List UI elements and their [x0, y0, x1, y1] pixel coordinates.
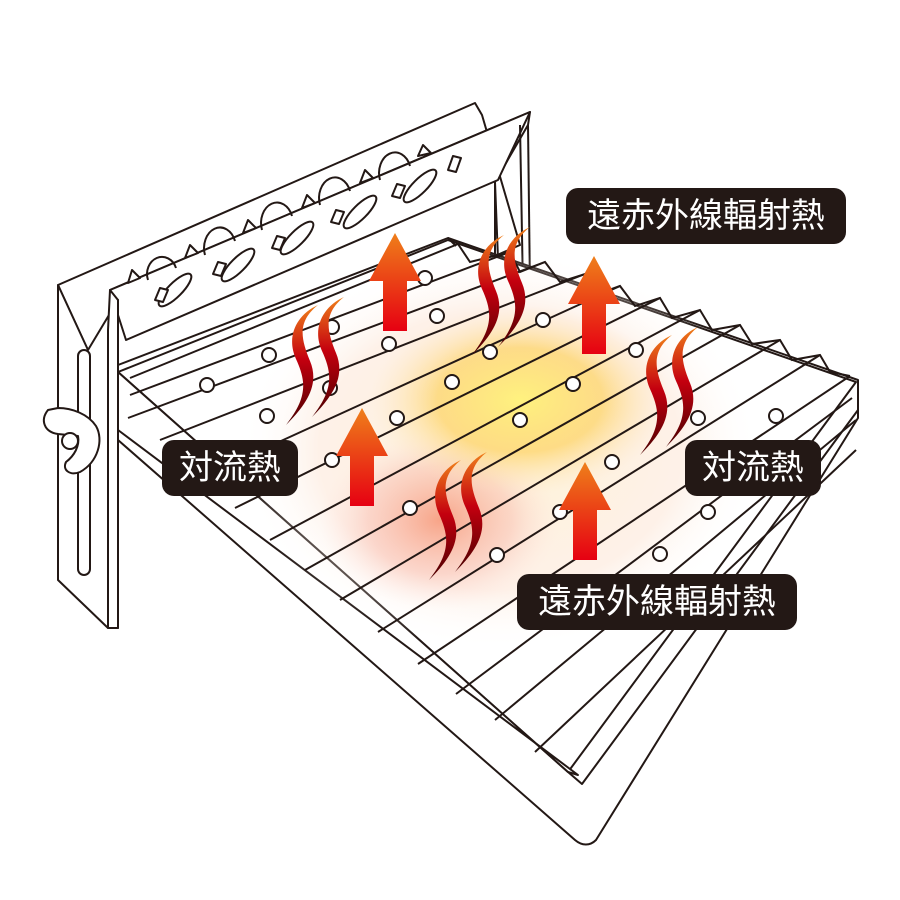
back-rack: [57, 102, 531, 421]
far-infrared-radiant-heat-label: 遠赤外線輻射熱: [566, 188, 846, 244]
left-side-plate: [42, 284, 119, 629]
grill-holes: [199, 270, 784, 563]
grill-bars: [127, 243, 857, 753]
far-infrared-radiant-heat-label: 遠赤外線輻射熱: [517, 574, 797, 630]
convection-heat-label: 対流熱: [162, 440, 298, 496]
convection-heat-label: 対流熱: [685, 440, 821, 496]
